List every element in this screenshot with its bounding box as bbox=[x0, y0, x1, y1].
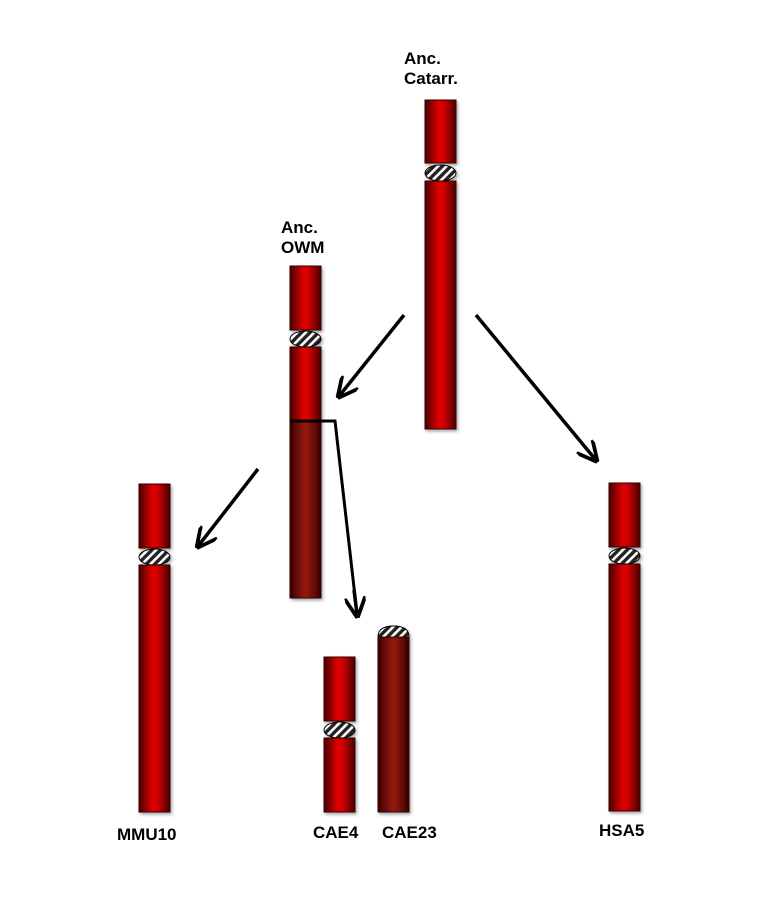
centromere bbox=[377, 625, 410, 638]
label-anc-catarr-line2: Catarr. bbox=[404, 69, 458, 88]
centromere bbox=[138, 548, 171, 566]
chromosome-mmu10 bbox=[138, 483, 171, 813]
centromere bbox=[424, 164, 457, 182]
centromere bbox=[323, 721, 356, 739]
label-anc-owm-line1: Anc. bbox=[281, 218, 318, 237]
label-hsa5: HSA5 bbox=[599, 821, 644, 840]
arrow-catarr-to-hsa5 bbox=[474, 313, 595, 459]
arrow-owm-to-cae23 bbox=[354, 589, 357, 614]
label-cae23: CAE23 bbox=[382, 823, 437, 842]
chromosome-anc-owm bbox=[289, 265, 322, 599]
chromosome-hsa5 bbox=[608, 482, 641, 812]
arrow-owm-to-mmu10 bbox=[199, 467, 260, 545]
centromere bbox=[289, 330, 322, 348]
arrow-catarr-to-owm bbox=[340, 313, 406, 395]
chromosome-cae23 bbox=[377, 625, 410, 813]
label-cae4: CAE4 bbox=[313, 823, 359, 842]
segment-bracket bbox=[290, 419, 358, 606]
centromere bbox=[608, 547, 641, 565]
chromosome-anc-catarr bbox=[424, 99, 457, 430]
label-anc-catarr-line1: Anc. bbox=[404, 49, 441, 68]
label-mmu10: MMU10 bbox=[117, 825, 177, 844]
chromosome-cae4 bbox=[323, 656, 356, 813]
label-anc-owm-line2: OWM bbox=[281, 238, 324, 257]
